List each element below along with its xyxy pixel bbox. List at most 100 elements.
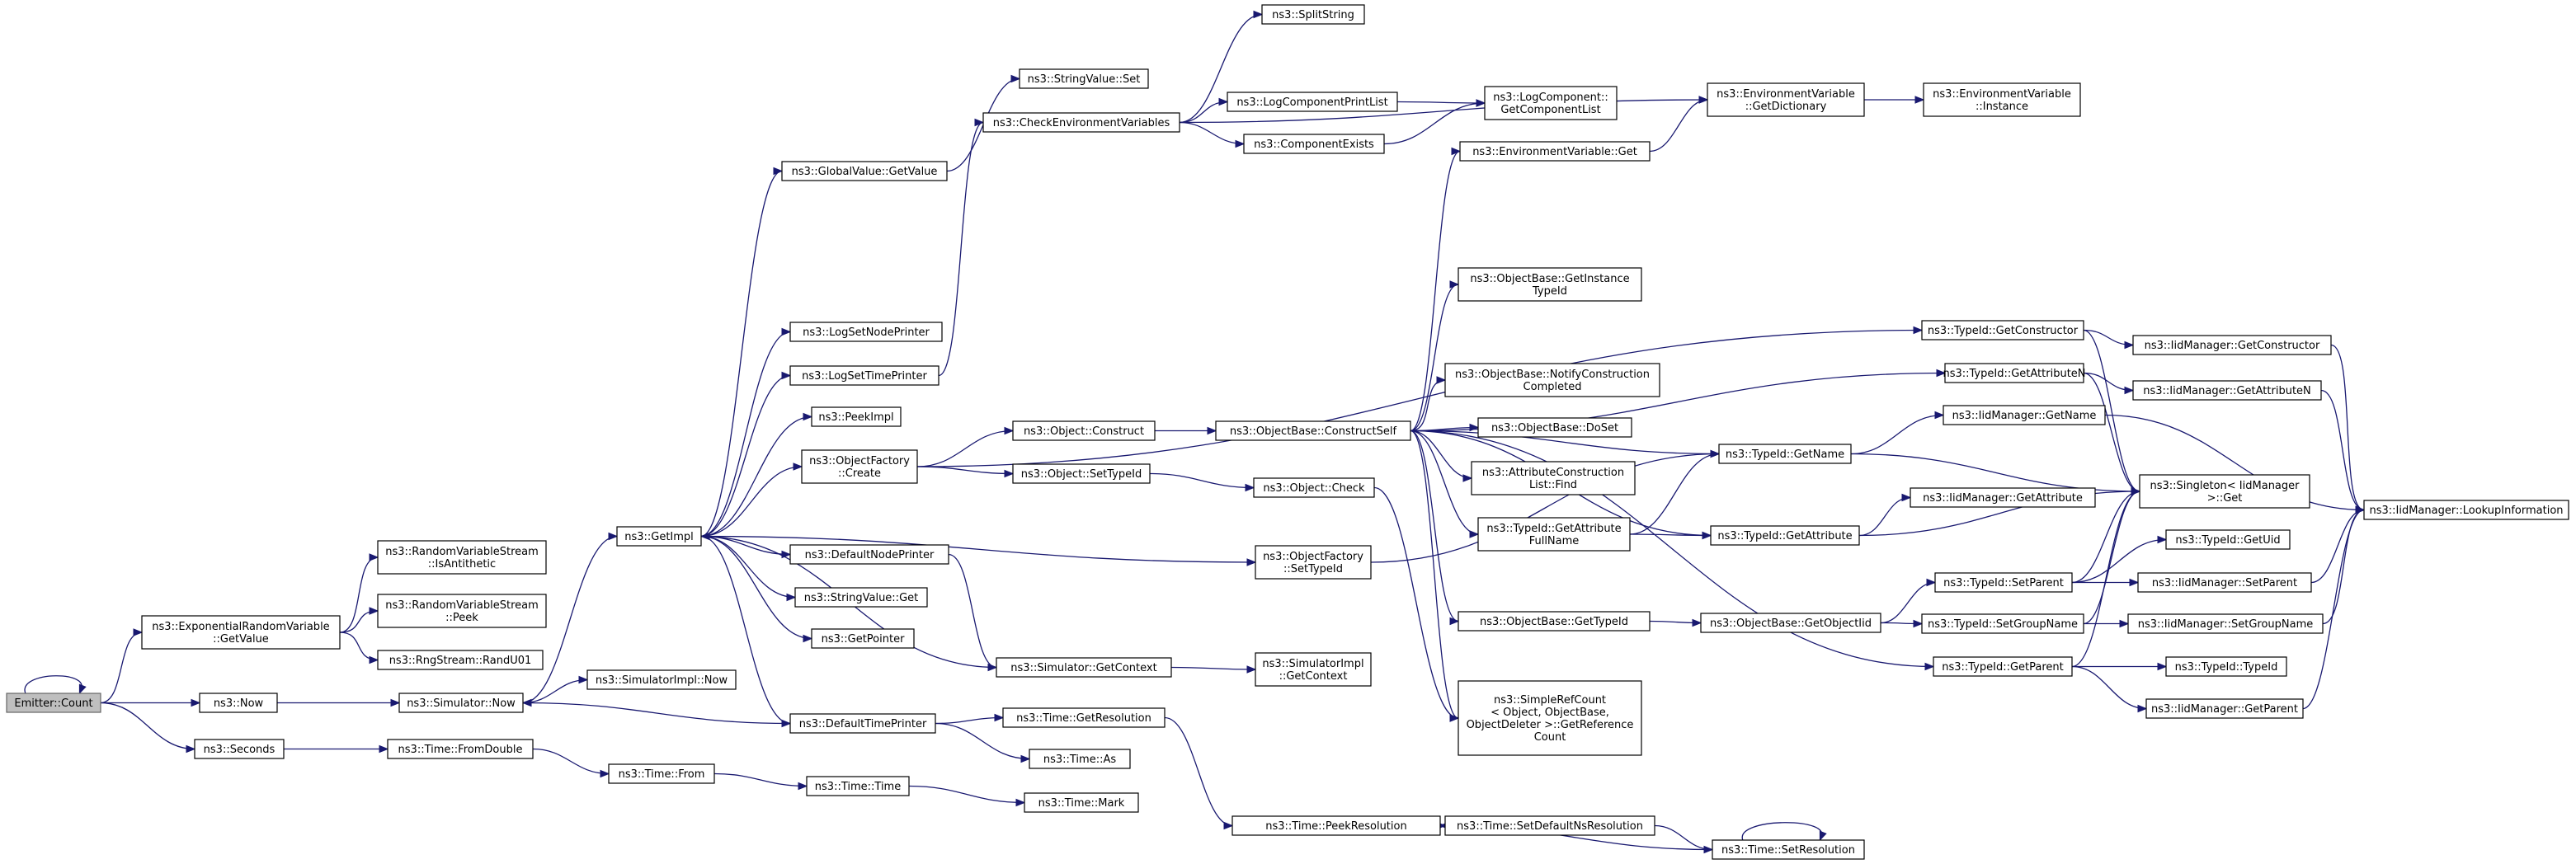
edge-arrowhead (2355, 505, 2366, 514)
node-tid-getattrn[interactable]: ns3::TypeId::GetAttributeN (1943, 363, 2086, 383)
node-box (1255, 545, 1372, 580)
node-iid-getparent[interactable]: ns3::IidManager::GetParent (2145, 698, 2304, 719)
node-obj-check[interactable]: ns3::Object::Check (1253, 477, 1375, 498)
node-box (2127, 613, 2324, 634)
node-simimpl-now[interactable]: ns3::SimulatorImpl::Now (586, 669, 737, 690)
node-iid-lookup[interactable]: ns3::IidManager::LookupInformation (2363, 500, 2569, 520)
node-of-create[interactable]: ns3::ObjectFactory::Create (801, 449, 918, 484)
node-now[interactable]: ns3::Now (199, 693, 278, 713)
node-rvs-isanti[interactable]: ns3::RandomVariableStream::IsAntithetic (377, 540, 547, 575)
edge-line (700, 331, 791, 538)
edge-sim_now-to-getimpl (522, 532, 619, 704)
node-tid-getconstructor[interactable]: ns3::TypeId::GetConstructor (1921, 320, 2084, 340)
edge-line (700, 170, 783, 538)
node-time-setdefault[interactable]: ns3::Time::SetDefaultNsResolution (1444, 815, 1655, 836)
node-default-node[interactable]: ns3::DefaultNodePrinter (789, 544, 949, 565)
node-logcomp-getlist[interactable]: ns3::LogComponent::GetComponentList (1484, 86, 1618, 120)
node-sim-getcontext[interactable]: ns3::Simulator::GetContext (996, 657, 1172, 678)
node-tid-setparent[interactable]: ns3::TypeId::SetParent (1934, 572, 2073, 593)
edge-line (339, 610, 379, 633)
node-time-fromdouble[interactable]: ns3::Time::FromDouble (387, 739, 534, 759)
node-iid-getattr[interactable]: ns3::IidManager::GetAttribute (1910, 487, 2096, 508)
edge-arrowhead (78, 683, 87, 695)
node-sim-now[interactable]: ns3::Simulator::Now (398, 693, 524, 713)
node-label: ns3::Time::Mark (1038, 797, 1125, 810)
edge-line (935, 722, 1030, 760)
node-time-as[interactable]: ns3::Time::As (1029, 749, 1131, 769)
node-ob-doset[interactable]: ns3::ObjectBase::DoSet (1477, 417, 1632, 438)
edge-line (339, 632, 379, 661)
node-time-peekres[interactable]: ns3::Time::PeekResolution (1231, 815, 1441, 836)
node-simplerefcount[interactable]: ns3::SimpleRefCount< Object, ObjectBase,… (1458, 680, 1642, 756)
node-label: ::SetTypeId (1283, 563, 1343, 575)
node-tid-typeid[interactable]: ns3::TypeId::TypeId (2165, 656, 2287, 677)
node-label: ns3::Time::SetDefaultNsResolution (1457, 820, 1643, 833)
node-iid-getattrn[interactable]: ns3::IidManager::GetAttributeN (2132, 380, 2322, 401)
node-box (1002, 707, 1166, 728)
node-sv-get[interactable]: ns3::StringValue::Get (794, 587, 928, 608)
node-env-get[interactable]: ns3::EnvironmentVariable::Get (1459, 141, 1651, 162)
node-time-from[interactable]: ns3::Time::From (608, 763, 715, 784)
edge-line (1164, 716, 1233, 827)
node-log-printlist[interactable]: ns3::LogComponentPrintList (1227, 92, 1398, 112)
node-env-getdict[interactable]: ns3::EnvironmentVariable::GetDictionary (1707, 82, 1865, 117)
node-time-time[interactable]: ns3::Time::Time (806, 776, 910, 796)
edge-arrowhead (1020, 754, 1031, 763)
node-box (1943, 405, 2106, 425)
node-time-mark[interactable]: ns3::Time::Mark (1024, 792, 1139, 813)
node-sv-set[interactable]: ns3::StringValue::Set (1019, 68, 1149, 89)
edge-ob_constructself-to-simplerefcount (1410, 430, 1460, 722)
node-rng-randu01[interactable]: ns3::RngStream::RandU01 (377, 650, 544, 670)
node-box (616, 526, 702, 547)
node-ob-notify[interactable]: ns3::ObjectBase::NotifyConstructionCompl… (1444, 363, 1660, 397)
node-log-node[interactable]: ns3::LogSetNodePrinter (789, 322, 943, 342)
node-getpointer[interactable]: ns3::GetPointer (811, 628, 915, 649)
node-label: TypeId (1532, 285, 1567, 298)
node-ob-getobjectiid[interactable]: ns3::ObjectBase::GetObjectIid (1700, 613, 1881, 633)
node-getimpl[interactable]: ns3::GetImpl (616, 526, 702, 547)
node-singleton-get[interactable]: ns3::Singleton< IidManager>::Get (2139, 474, 2310, 509)
node-box (1458, 611, 1651, 632)
node-iid-getconstructor[interactable]: ns3::IidManager::GetConstructor (2132, 335, 2332, 355)
node-box (2139, 474, 2310, 509)
node-tid-getuid[interactable]: ns3::TypeId::GetUid (2165, 529, 2291, 550)
node-gv-getvalue[interactable]: ns3::GlobalValue::GetValue (781, 161, 948, 181)
node-splitstring[interactable]: ns3::SplitString (1261, 4, 1365, 25)
node-tid-getattr[interactable]: ns3::TypeId::GetAttribute (1710, 525, 1860, 546)
node-iid-getname[interactable]: ns3::IidManager::GetName (1943, 405, 2106, 425)
node-time-setres[interactable]: ns3::Time::SetResolution (1712, 839, 1865, 860)
node-check-env[interactable]: ns3::CheckEnvironmentVariables (982, 112, 1180, 133)
node-iid-setgroupname[interactable]: ns3::IidManager::SetGroupName (2127, 613, 2324, 634)
node-rvs-peek[interactable]: ns3::RandomVariableStream::Peek (377, 594, 547, 628)
node-tid-getname[interactable]: ns3::TypeId::GetName (1718, 444, 1852, 464)
node-comp-exists[interactable]: ns3::ComponentExists (1243, 134, 1385, 154)
node-tid-getparent[interactable]: ns3::TypeId::GetParent (1933, 656, 2073, 677)
node-box (1710, 525, 1860, 546)
node-default-time[interactable]: ns3::DefaultTimePrinter (789, 713, 936, 734)
edge-arrowhead (608, 532, 619, 541)
edge-arrowhead (369, 655, 379, 664)
node-log-time[interactable]: ns3::LogSetTimePrinter (789, 365, 940, 386)
node-label: ns3::LogComponentPrintList (1236, 96, 1387, 109)
node-peekimpl[interactable]: ns3::PeekImpl (811, 406, 902, 427)
node-ob-gettypeid[interactable]: ns3::ObjectBase::GetTypeId (1458, 611, 1651, 632)
node-obj-construct[interactable]: ns3::Object::Construct (1012, 420, 1156, 441)
node-of-settypeid[interactable]: ns3::ObjectFactory::SetTypeId (1255, 545, 1372, 580)
node-simimpl-getcontext[interactable]: ns3::SimulatorImpl::GetContext (1255, 652, 1372, 687)
node-tid-setgroupname[interactable]: ns3::TypeId::SetGroupName (1921, 613, 2084, 634)
node-label: ns3::Seconds (204, 744, 275, 756)
node-emitter-count[interactable]: Emitter::Count (6, 693, 101, 713)
node-obj-settypeid[interactable]: ns3::Object::SetTypeId (1012, 463, 1151, 484)
node-label: ns3::ObjectBase::GetObjectIid (1710, 617, 1872, 630)
node-seconds[interactable]: ns3::Seconds (194, 739, 285, 759)
node-time-getres[interactable]: ns3::Time::GetResolution (1002, 707, 1166, 728)
node-ob-constructself[interactable]: ns3::ObjectBase::ConstructSelf (1215, 420, 1411, 441)
node-iid-setparent[interactable]: ns3::IidManager::SetParent (2137, 572, 2312, 593)
node-label: ns3::ObjectBase::GetTypeId (1480, 616, 1628, 628)
node-env-instance[interactable]: ns3::EnvironmentVariable::Instance (1923, 82, 2081, 117)
node-exp-getvalue[interactable]: ns3::ExponentialRandomVariable::GetValue (141, 615, 341, 650)
